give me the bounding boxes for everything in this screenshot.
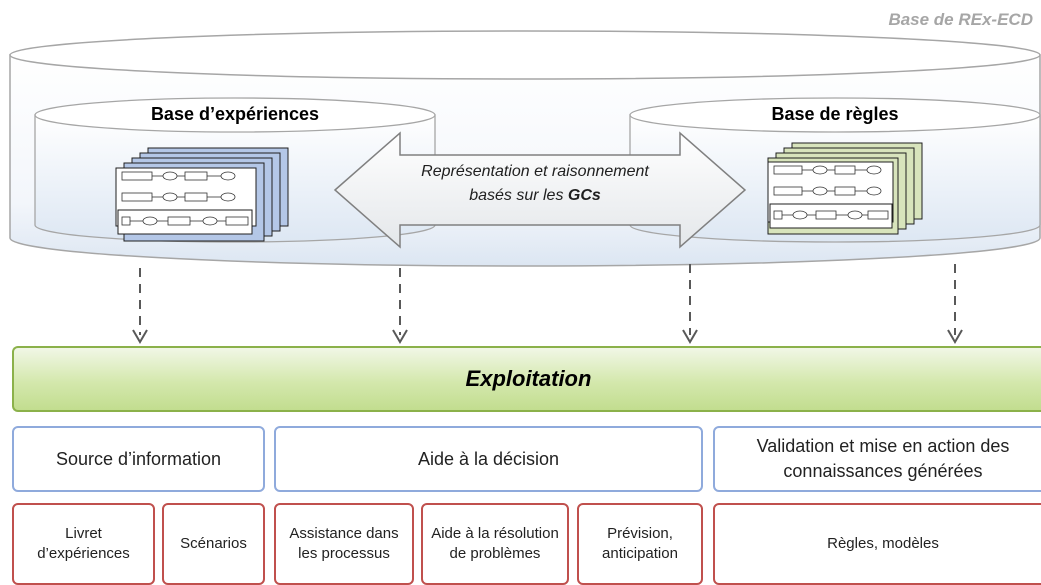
gcs-label: GCs (567, 187, 601, 204)
experience-base-title: Base d’expériences (150, 104, 320, 124)
subitem-experience-booklet: Livret d’expériences (12, 503, 155, 585)
category-source-information: Source d’information (12, 426, 265, 492)
category-decision-support: Aide à la décision (274, 426, 703, 492)
rules-documents-icon (767, 142, 923, 235)
category-validation: Validation et mise en action des connais… (713, 426, 1041, 492)
dashed-arrow-3 (682, 264, 698, 344)
subitem-process-assistance: Assistance dans les processus (274, 503, 414, 585)
subitem-scenarios: Scénarios (162, 503, 265, 585)
rules-base-title: Base de règles (771, 104, 899, 124)
dashed-arrow-4 (947, 264, 963, 344)
subitem-problem-solving: Aide à la résolution de problèmes (421, 503, 569, 585)
subitem-rules-models: Règles, modèles (713, 503, 1041, 585)
rex-ecd-title: Base de REx-ECD (888, 10, 1033, 29)
subitem-forecasting: Prévision, anticipation (577, 503, 703, 585)
representation-label-line2: basés sur les GCs (380, 184, 690, 208)
dashed-arrow-2 (392, 268, 408, 344)
exploitation-label: Exploitation (465, 366, 592, 391)
category-validation-label: Validation et mise en action des connais… (756, 436, 1010, 481)
representation-label: Représentation et raisonnement basés sur… (380, 160, 690, 208)
representation-double-arrow (333, 131, 747, 249)
experience-documents-icon (115, 147, 289, 242)
representation-label-prefix: basés sur les (469, 187, 568, 204)
dashed-arrow-1 (132, 268, 148, 344)
dashed-arrows (132, 264, 963, 344)
exploitation-bar: Exploitation (12, 346, 1041, 412)
representation-label-line1: Représentation et raisonnement (421, 163, 649, 180)
